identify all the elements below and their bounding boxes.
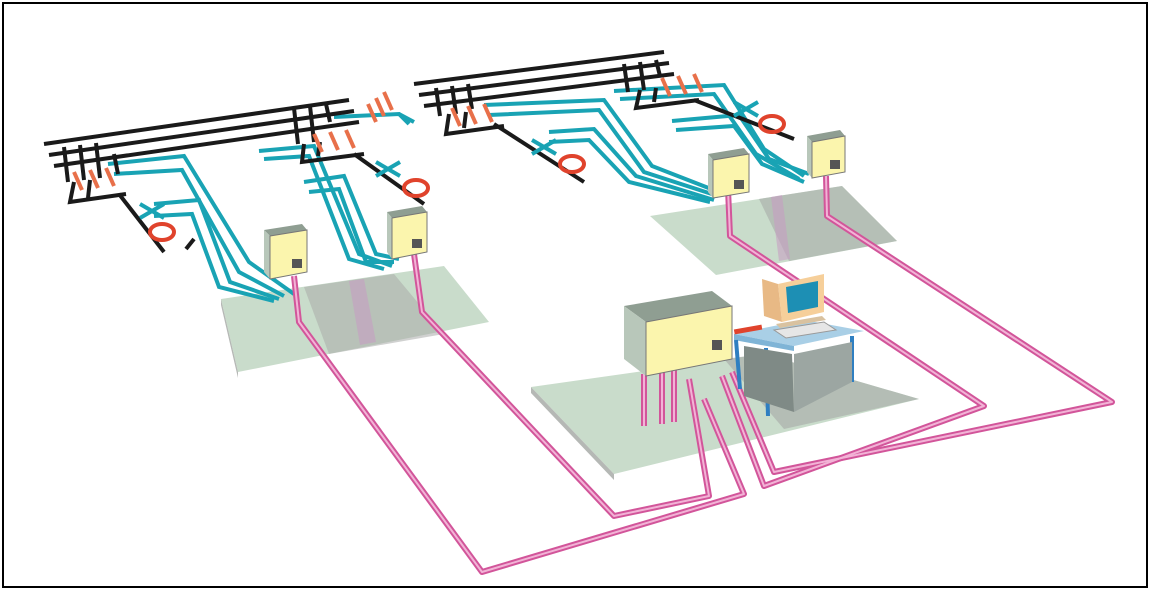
bay-device-1 (264, 224, 308, 280)
substation-automation-diagram (43, 50, 1115, 575)
current-transformer-rings (148, 114, 786, 242)
bay-device-3 (708, 148, 750, 199)
fiber-optic-links (291, 175, 1115, 575)
center-platform (531, 354, 919, 480)
right-bay-cables (483, 82, 810, 204)
operator-workstation (733, 274, 864, 417)
bay-device-2 (387, 206, 428, 260)
central-control-cabinet (624, 291, 733, 377)
circuit-breaker-marks (138, 100, 760, 220)
disconnector-marks (72, 73, 704, 191)
left-bay-cables (107, 111, 415, 303)
bay-device-4 (807, 130, 846, 179)
